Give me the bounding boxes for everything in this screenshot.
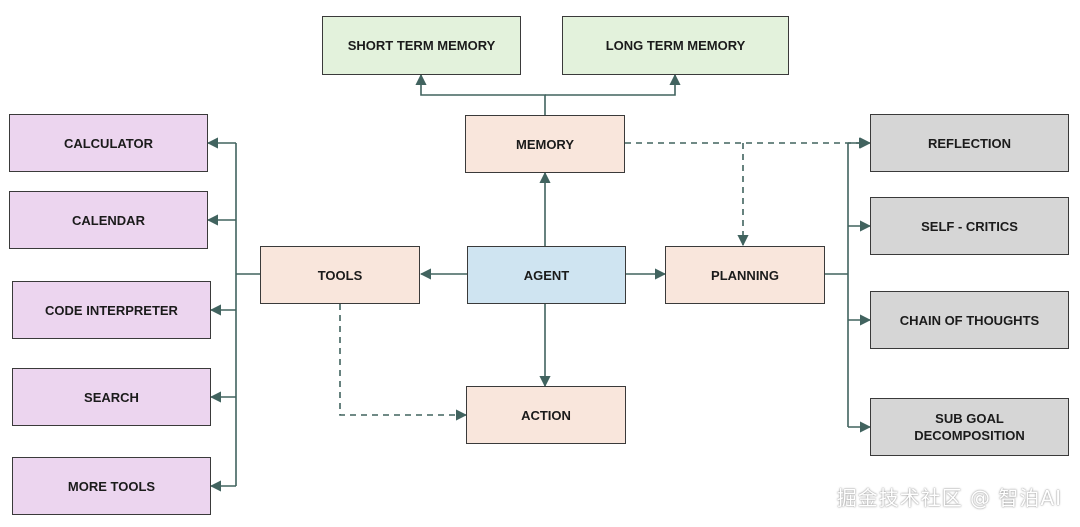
chain-of-thoughts-label: CHAIN OF THOUGHTS — [899, 312, 1040, 328]
action-label: ACTION — [521, 407, 571, 423]
memory-label: MEMORY — [515, 136, 575, 152]
short-term-memory-box: SHORT TERM MEMORY — [322, 16, 521, 75]
long-term-memory-label: LONG TERM MEMORY — [605, 38, 746, 53]
self-critics-label: SELF - CRITICS — [921, 218, 1018, 234]
calculator-label: CALCULATOR — [63, 135, 154, 151]
reflection-label: REFLECTION — [927, 135, 1012, 151]
tools-label: TOOLS — [317, 267, 363, 283]
agent-box: AGENT — [467, 246, 626, 304]
code-interpreter-label: CODE INTERPRETER — [45, 302, 178, 318]
more-tools-label: MORE TOOLS — [67, 478, 156, 494]
chain-of-thoughts-box: CHAIN OF THOUGHTS — [870, 291, 1069, 349]
search-label: SEARCH — [84, 389, 139, 405]
self-critics-box: SELF - CRITICS — [870, 197, 1069, 255]
edge-memory-to-long-term-memory — [545, 73, 681, 96]
edge-memory-to-short-term-memory — [415, 73, 546, 116]
calendar-box: CALENDAR — [9, 191, 208, 249]
tools-box: TOOLS — [260, 246, 420, 304]
calendar-label: CALENDAR — [72, 212, 145, 228]
watermark: 掘金技术社区 @ 智泊AI — [836, 486, 1062, 510]
edge-planning-bus — [825, 143, 849, 427]
search-box: SEARCH — [12, 368, 211, 426]
sub-goal-decomposition-box: SUB GOAL DECOMPOSITION — [870, 398, 1069, 456]
reflection-box: REFLECTION — [870, 114, 1069, 172]
agent-label: AGENT — [523, 267, 570, 283]
memory-box: MEMORY — [465, 115, 625, 173]
more-tools-box: MORE TOOLS — [12, 457, 211, 515]
sub-goal-decomposition-label: SUB GOAL DECOMPOSITION — [914, 411, 1025, 443]
short-term-memory-label: SHORT TERM MEMORY — [347, 38, 496, 53]
long-term-memory-box: LONG TERM MEMORY — [562, 16, 789, 75]
action-box: ACTION — [466, 386, 626, 444]
edge-tools-bus — [235, 143, 261, 486]
planning-box: PLANNING — [665, 246, 825, 304]
edge-tools-to-action-dashed — [339, 304, 468, 421]
calculator-box: CALCULATOR — [9, 114, 208, 172]
planning-label: PLANNING — [711, 267, 779, 283]
code-interpreter-box: CODE INTERPRETER — [12, 281, 211, 339]
